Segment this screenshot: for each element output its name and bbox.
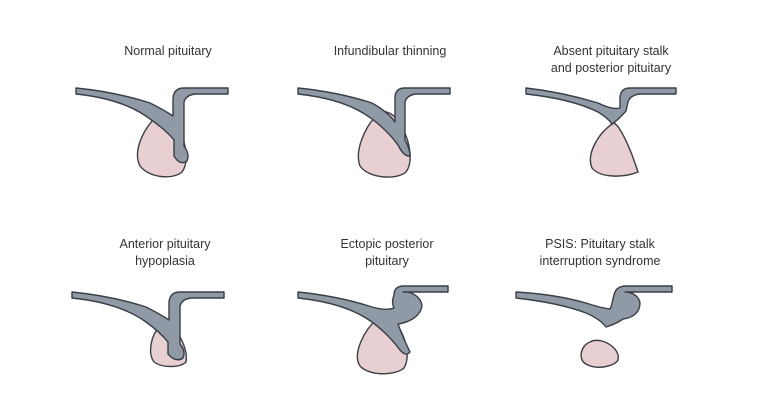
pituitary-stalk xyxy=(71,291,225,361)
psis-illustration xyxy=(515,285,673,368)
absent-stalk-illustration xyxy=(525,87,677,177)
thin-pituitary-stalk xyxy=(297,87,451,157)
label-normal: Normal pituitary xyxy=(124,44,212,58)
label-ectopic-posterior: Ectopic posterior pituitary xyxy=(340,237,434,268)
ectopic-posterior-and-interrupted-stalk xyxy=(515,285,673,328)
normal-pituitary-illustration xyxy=(75,87,229,178)
label-anterior-hypoplasia: Anterior pituitary hypoplasia xyxy=(119,237,211,268)
infundibular-thinning-illustration xyxy=(297,87,451,178)
hypothalamic-floor xyxy=(525,87,677,125)
anterior-pituitary-gland xyxy=(589,122,639,177)
ectopic-posterior-illustration xyxy=(297,285,449,375)
label-infundibular-thinning: Infundibular thinning xyxy=(333,44,447,58)
isolated-anterior-pituitary-gland xyxy=(580,339,619,368)
label-psis: PSIS: Pituitary stalk interruption syndr… xyxy=(539,237,661,268)
label-absent-stalk: Absent pituitary stalk and posterior pit… xyxy=(550,44,672,75)
ectopic-posterior-pituitary xyxy=(297,285,449,355)
anterior-hypoplasia-illustration xyxy=(71,291,225,368)
pituitary-stalk xyxy=(75,87,229,164)
